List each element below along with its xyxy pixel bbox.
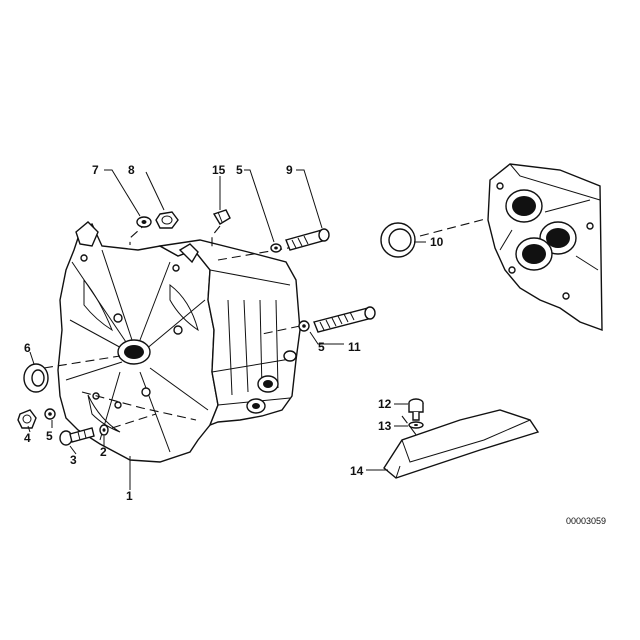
washer-part-5-right [298, 320, 310, 332]
stud-part-9 [285, 228, 330, 251]
cover-plate-part-14 [383, 409, 540, 479]
washer-part-13 [408, 421, 424, 429]
callouts: 7 8 15 5 9 10 6 5 11 4 5 3 2 1 12 13 14 [24, 163, 444, 503]
nut-part-4 [17, 409, 37, 429]
callout-5-left: 5 [46, 429, 53, 443]
rear-cover-housing [487, 163, 603, 332]
bolt-part-3 [59, 427, 95, 446]
transmission-housing [57, 221, 301, 463]
seal-ring-part-10 [380, 222, 416, 258]
callout-8: 8 [128, 163, 135, 177]
washer-part-5-top [270, 243, 282, 253]
seal-ring-part-6 [23, 363, 49, 393]
clip-part-15 [212, 209, 231, 225]
stud-part-11 [313, 306, 376, 333]
callout-6: 6 [24, 341, 31, 355]
callout-10: 10 [430, 235, 444, 249]
drawing-number: 00003059 [566, 516, 606, 526]
callout-7: 7 [92, 163, 99, 177]
callout-4: 4 [24, 431, 31, 445]
washer-part-5-left [44, 408, 56, 420]
callout-13: 13 [378, 419, 392, 433]
washer-part-7 [136, 216, 152, 228]
callout-15: 15 [212, 163, 226, 177]
callout-14: 14 [350, 464, 364, 478]
screw-part-12 [408, 398, 424, 421]
callout-1: 1 [126, 489, 133, 503]
washer-part-2 [99, 424, 109, 436]
leader-lines [27, 169, 426, 490]
callout-9: 9 [286, 163, 293, 177]
nut-part-8 [155, 211, 179, 229]
callout-2: 2 [100, 445, 107, 459]
callout-12: 12 [378, 397, 392, 411]
callout-11: 11 [348, 340, 361, 354]
callout-3: 3 [70, 453, 77, 467]
callout-5-right: 5 [318, 340, 325, 354]
callout-5-top: 5 [236, 163, 243, 177]
